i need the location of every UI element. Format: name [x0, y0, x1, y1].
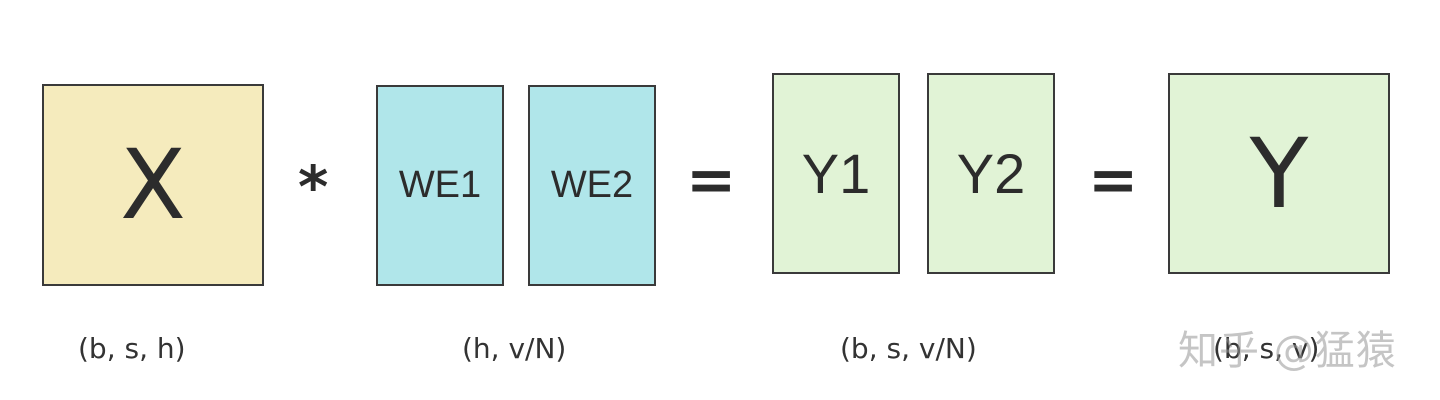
equals-operator-1: =: [686, 145, 737, 215]
matrix-y2-label: Y2: [956, 142, 1026, 205]
equals-operator-2: =: [1088, 145, 1139, 215]
matrix-y2-block: Y2: [927, 73, 1055, 274]
dimension-label-y-split: (b, s, v/N): [840, 332, 977, 365]
matrix-we2-label: WE2: [550, 164, 634, 206]
matrix-y1-block: Y1: [772, 73, 900, 274]
matrix-we1-block: WE1: [376, 85, 504, 286]
dimension-label-we: (h, v/N): [462, 332, 567, 365]
matrix-y1-label: Y1: [801, 142, 871, 205]
matrix-we1-label: WE1: [398, 164, 482, 206]
matrix-y-block: Y: [1168, 73, 1390, 274]
matrix-we2-block: WE2: [528, 85, 656, 286]
matrix-x-label: X: [120, 129, 186, 241]
watermark: 知乎 @猛猿: [1178, 328, 1397, 374]
dimension-label-y: (b, s, v): [1213, 332, 1320, 365]
dimension-label-x: (b, s, h): [78, 332, 186, 365]
matrix-x-block: X: [42, 84, 264, 286]
matrix-y-label: Y: [1249, 117, 1309, 230]
multiply-operator: *: [298, 153, 329, 221]
